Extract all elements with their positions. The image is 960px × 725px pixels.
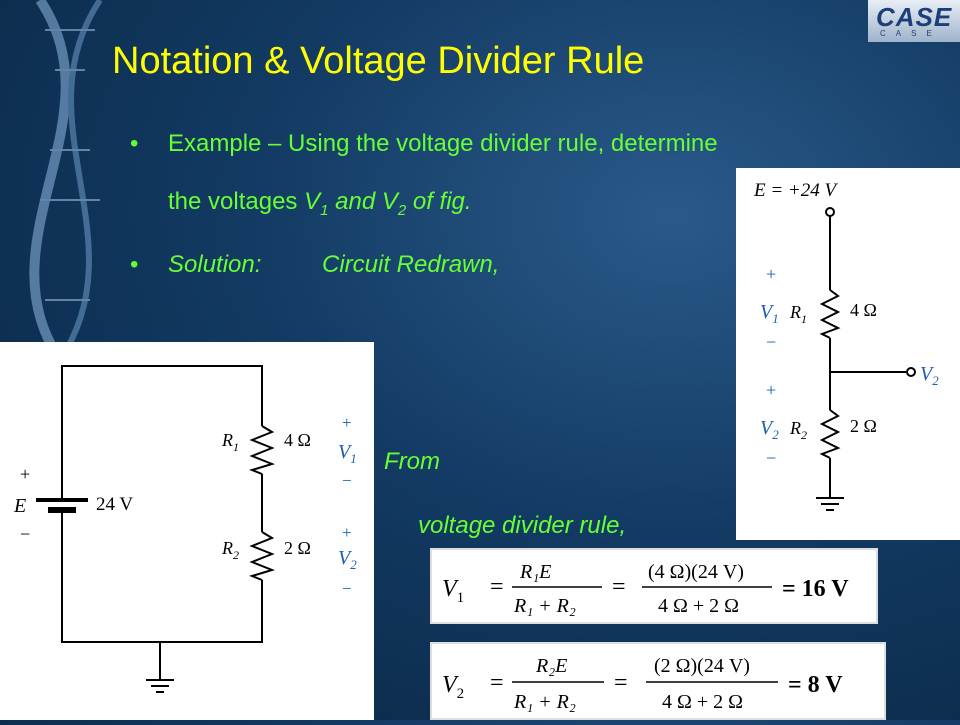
v1-plus: + — [342, 413, 352, 432]
original-circuit-panel: E = +24 V + V1 − R1 4 Ω V2 + V2 − R2 2 Ω — [736, 168, 960, 540]
eq2-equals-2: = — [614, 670, 628, 696]
r1-label: R1 — [789, 302, 807, 326]
eq2-num2: (2 Ω)(24 V) — [654, 655, 750, 677]
eq1-num1: R₁E — [519, 561, 551, 583]
eq1-lhs: V1 — [442, 576, 464, 606]
solution-label: Solution: — [168, 251, 262, 278]
example-and: and V — [328, 188, 398, 215]
original-circuit-diagram: E = +24 V + V1 − R1 4 Ω V2 + V2 − R2 2 Ω — [753, 180, 939, 511]
example-line2: the voltages V1 and V2 of fig. — [168, 188, 472, 219]
v2-plus: + — [766, 380, 776, 400]
solution-text: Circuit Redrawn, — [322, 251, 500, 278]
v2-label: V2 — [760, 417, 779, 442]
v2-plus: + — [342, 523, 352, 542]
source-voltage-label: E = +24 V — [753, 180, 838, 201]
e-minus: − — [20, 524, 30, 544]
example-sub1: 1 — [320, 201, 329, 219]
logo-text: CASE — [876, 2, 953, 32]
equation-v1: V1 = R₁E R₁ + R₂ = (4 Ω)(24 V) 4 Ω + 2 Ω… — [430, 548, 878, 624]
eq2-result: = 8 V — [788, 672, 843, 698]
eq2-equals: = — [490, 670, 504, 696]
r2-value: 2 Ω — [850, 416, 877, 436]
bullet-marker: • — [130, 130, 139, 157]
from-text: From — [384, 448, 440, 475]
r1-label: R1 — [221, 430, 239, 454]
case-logo: CASE CASE — [868, 0, 960, 42]
v1-minus: − — [766, 332, 776, 352]
v2-minus: − — [766, 448, 776, 468]
example-v: V — [304, 188, 321, 215]
example-line1: Example – Using the voltage divider rule… — [168, 130, 718, 157]
eq1-den2: 4 Ω + 2 Ω — [658, 595, 739, 617]
eq2-den2: 4 Ω + 2 Ω — [662, 691, 743, 713]
example-line2-prefix: the voltages — [168, 188, 305, 215]
v2-node-label: V2 — [920, 363, 939, 388]
slide-title: Notation & Voltage Divider Rule — [112, 40, 645, 82]
eq2-num1: R₂E — [535, 655, 567, 677]
source-value: 24 V — [96, 494, 133, 515]
redrawn-circuit-panel: + E − 24 V R1 4 Ω R2 2 Ω + V1 − + V2 − — [0, 342, 374, 720]
r1-value: 4 Ω — [850, 300, 877, 320]
bullet-solution: • Solution: — [130, 251, 262, 279]
v1-plus: + — [766, 264, 776, 284]
v1-label: V1 — [760, 301, 779, 326]
eq2-den1: R₁ + R₂ — [513, 691, 576, 713]
v2-label: V2 — [338, 547, 357, 572]
r2-label: R2 — [789, 418, 807, 442]
eq1-result: = 16 V — [782, 576, 849, 602]
v1-label: V1 — [338, 441, 357, 466]
eq1-equals: = — [490, 574, 504, 600]
v1-minus: − — [342, 471, 352, 490]
e-label: E — [13, 495, 26, 517]
eq1-den1: R₁ + R₂ — [513, 595, 576, 617]
r2-label: R2 — [221, 538, 239, 562]
eq2-lhs: V2 — [442, 672, 464, 702]
v2-minus: − — [342, 579, 352, 598]
redrawn-circuit-diagram: + E − 24 V R1 4 Ω R2 2 Ω + V1 − + V2 − — [13, 365, 357, 693]
bullet-example: • Example – Using the voltage divider ru… — [130, 130, 718, 158]
eq1-num2: (4 Ω)(24 V) — [648, 561, 744, 583]
example-suffix: of fig. — [406, 188, 472, 215]
r1-value: 4 Ω — [284, 430, 311, 450]
example-sub2: 2 — [397, 201, 407, 219]
equation-v2: V2 = R₂E R₁ + R₂ = (2 Ω)(24 V) 4 Ω + 2 Ω… — [430, 642, 886, 720]
rule-text: voltage divider rule, — [418, 512, 627, 539]
r2-value: 2 Ω — [284, 538, 311, 558]
bullet-marker: • — [130, 251, 139, 278]
eq1-equals-2: = — [612, 574, 626, 600]
logo-subtitle: CASE — [880, 29, 942, 38]
e-plus: + — [20, 464, 30, 484]
